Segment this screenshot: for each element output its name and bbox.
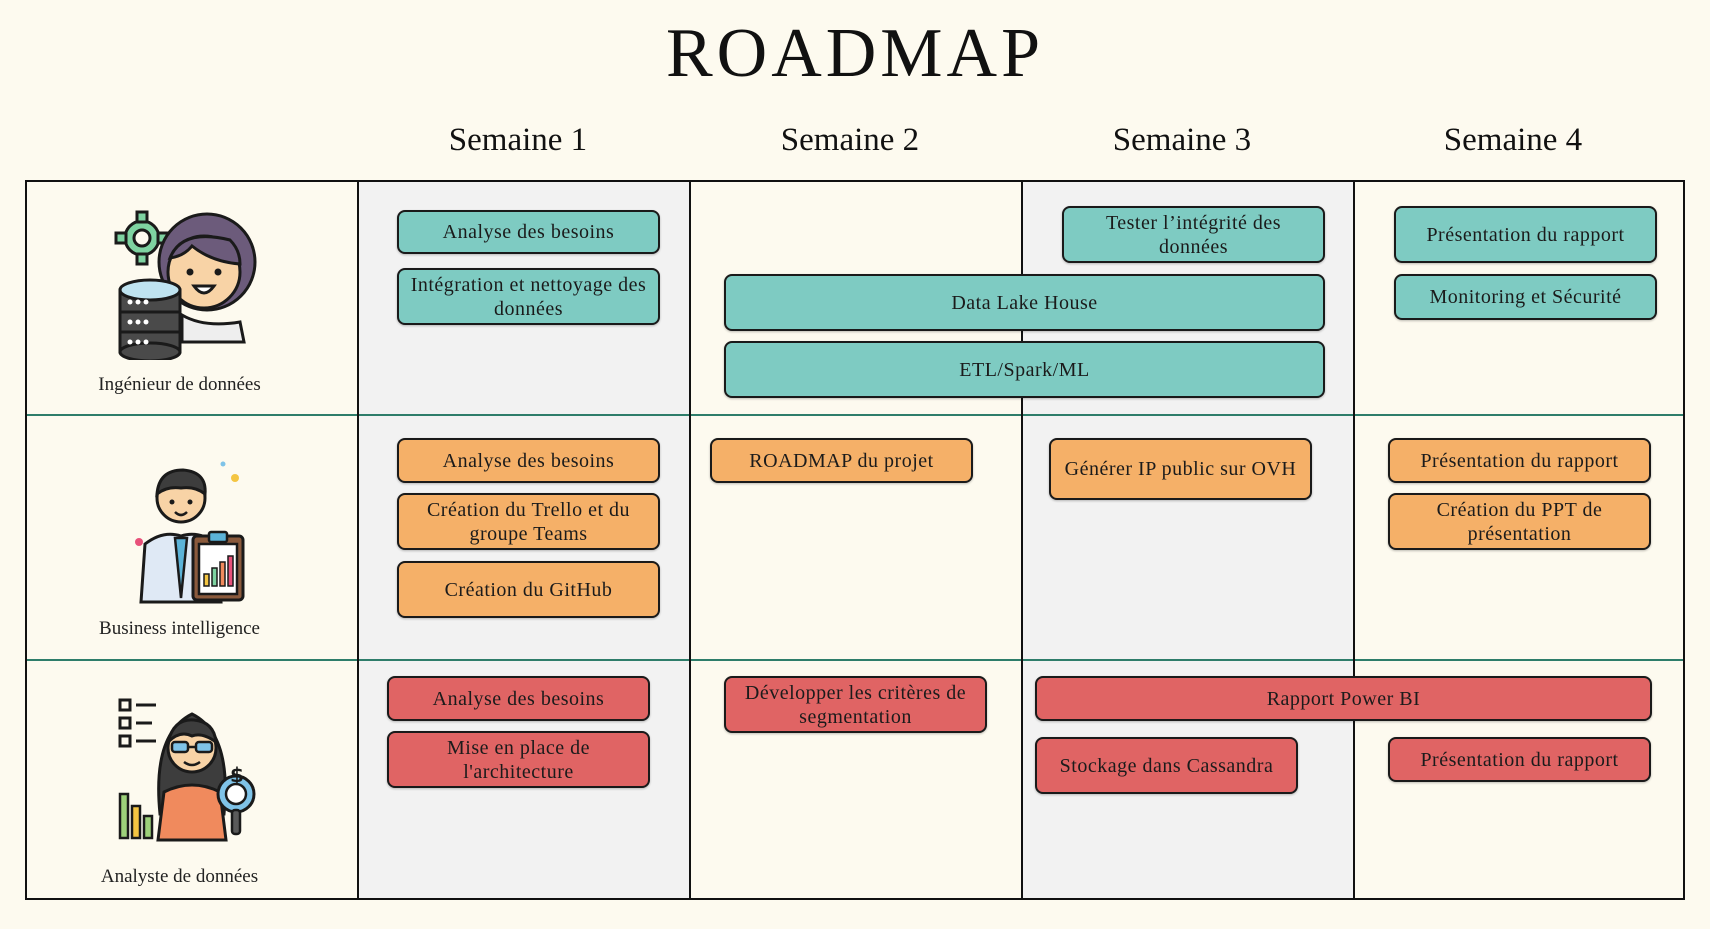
task-bi-roadmap-projet: ROADMAP du projet <box>710 438 973 483</box>
week-header-4: Semaine 4 <box>1443 122 1583 158</box>
role-label-data-engineer: Ingénieur de données <box>98 374 261 395</box>
task-bi-creation-github: Création du GitHub <box>397 561 660 618</box>
task-bi-analyse-besoins: Analyse des besoins <box>397 438 660 483</box>
role-label-data-analyst: Analyste de données <box>100 866 259 887</box>
task-engineer-monitoring-securite: Monitoring et Sécurité <box>1394 274 1657 320</box>
column-divider <box>689 182 691 898</box>
task-analyst-stockage-cassandra: Stockage dans Cassandra <box>1035 737 1298 794</box>
task-engineer-data-lake-house: Data Lake House <box>724 274 1325 331</box>
column-divider <box>357 182 359 898</box>
svg-text:$: $ <box>230 763 244 787</box>
data-analyst-icon: $ <box>112 694 262 848</box>
task-engineer-analyse-besoins: Analyse des besoins <box>397 210 660 254</box>
task-analyst-criteres-segmentation: Développer les critères de segmentation <box>724 676 987 733</box>
column-divider <box>1353 182 1355 898</box>
task-analyst-presentation-rapport: Présentation du rapport <box>1388 737 1651 782</box>
task-bi-presentation-rapport: Présentation du rapport <box>1388 438 1651 483</box>
role-label-business-intelligence: Business intelligence <box>99 618 260 639</box>
roadmap-title: ROADMAP <box>665 15 1045 92</box>
data-engineer-icon <box>112 210 262 364</box>
task-engineer-etl-spark-ml: ETL/Spark/ML <box>724 341 1325 398</box>
task-analyst-rapport-power-bi: Rapport Power BI <box>1035 676 1652 721</box>
week-header-3: Semaine 3 <box>1112 122 1252 158</box>
task-engineer-presentation-rapport: Présentation du rapport <box>1394 206 1657 263</box>
task-bi-creation-ppt: Création du PPT de présentation <box>1388 493 1651 550</box>
column-divider <box>1021 182 1023 898</box>
row-divider <box>27 659 1683 661</box>
row-divider <box>27 414 1683 416</box>
task-analyst-architecture: Mise en place de l'architecture <box>387 731 650 788</box>
business-analyst-icon <box>123 458 253 612</box>
week-header-2: Semaine 2 <box>780 122 920 158</box>
task-engineer-integration-nettoyage: Intégration et nettoyage des données <box>397 268 660 325</box>
task-engineer-tester-integrite: Tester l’intégrité des données <box>1062 206 1325 263</box>
week-header-1: Semaine 1 <box>448 122 588 158</box>
task-bi-creation-trello-teams: Création du Trello et du groupe Teams <box>397 493 660 550</box>
task-bi-generer-ip: Générer IP public sur OVH <box>1049 438 1312 500</box>
task-analyst-analyse-besoins: Analyse des besoins <box>387 676 650 721</box>
